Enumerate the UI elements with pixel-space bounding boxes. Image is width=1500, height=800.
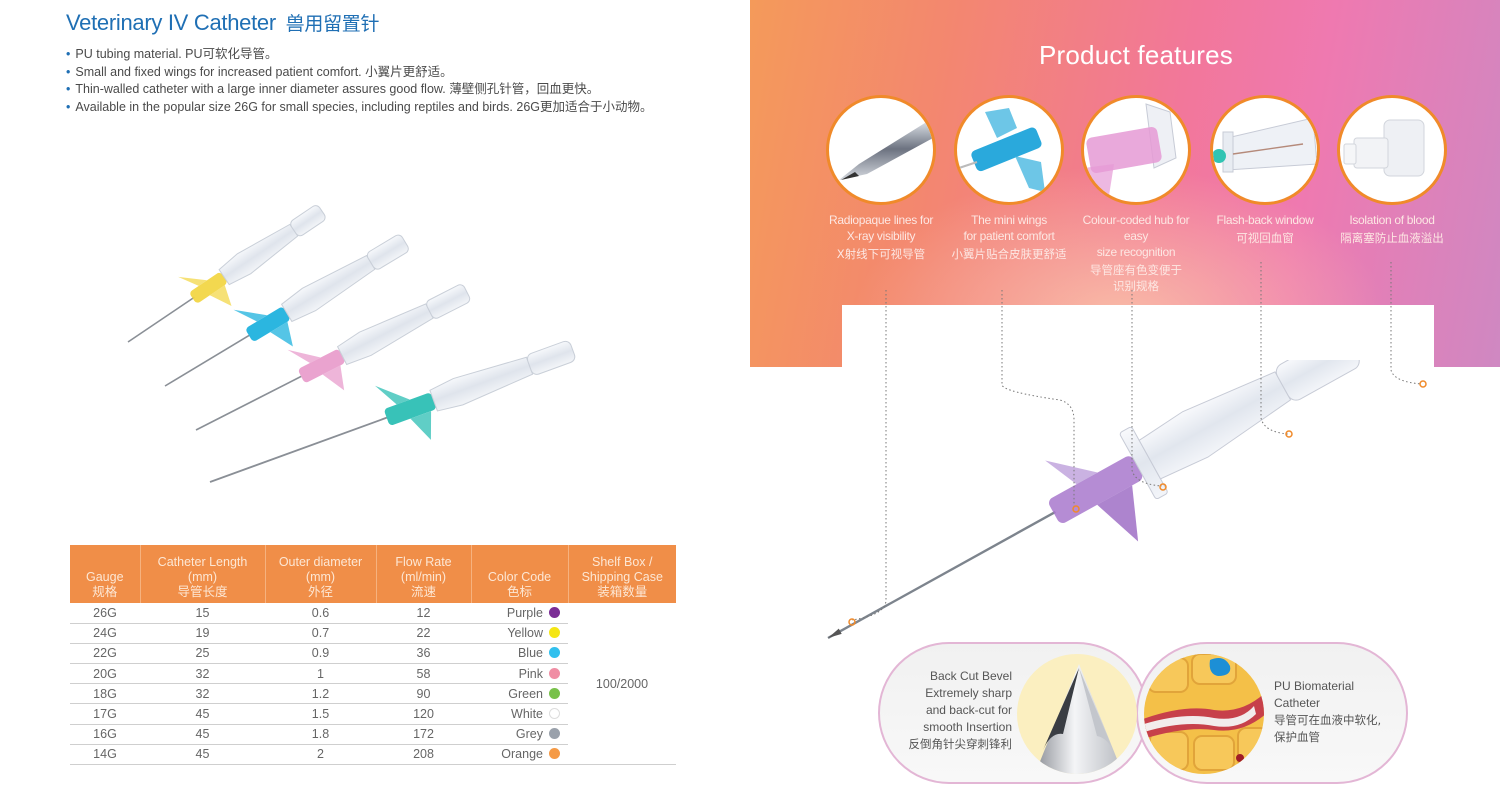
features-title: Product features [1039, 40, 1233, 70]
length-cell: 45 [140, 744, 265, 766]
bevel-callout-text: Back Cut Bevel Extremely sharp and back-… [908, 669, 1013, 751]
gauge-cell: 18G [70, 683, 140, 705]
color-swatch-icon [549, 667, 560, 679]
color-swatch-icon [549, 627, 560, 639]
bullet-item: •Small and fixed wings for increased pat… [66, 64, 453, 79]
page-title-cn: 兽用留置针 [285, 13, 380, 35]
flow-rate-cell: 12 [376, 603, 471, 624]
mini-wings-icon [954, 95, 1064, 205]
color-swatch-icon [549, 687, 560, 699]
feature-blood-isolation: Isolation of blood 隔离塞防止血液溢出 [1327, 95, 1457, 246]
color-code-cell: Grey [471, 724, 568, 745]
flashback-window-icon [1210, 95, 1320, 205]
feature-radiopaque: Radiopaque lines for X-ray visibility X射… [816, 95, 946, 262]
blue-catheter-icon [164, 234, 409, 387]
gauge-cell: 20G [70, 663, 140, 685]
feature-bullet-list: •PU tubing material. PU可软化导管。 •Small and… [66, 46, 653, 116]
length-cell: 45 [140, 724, 265, 745]
blood-isolation-icon [1337, 95, 1447, 205]
color-code-cell: Pink [471, 663, 568, 685]
outer-diameter-cell: 1.5 [265, 703, 376, 725]
outer-diameter-cell: 1.2 [265, 683, 376, 705]
color-code-cell: Green [471, 683, 568, 705]
color-code-cell: Orange [471, 744, 568, 766]
outer-diameter-cell: 0.6 [265, 603, 376, 624]
pu-catheter-callout-text: PU Biomaterial Catheter 导管可在血液中软化, 保护血管 [1274, 679, 1382, 744]
gauge-cell: 26G [70, 603, 140, 624]
flow-rate-cell: 22 [376, 623, 471, 644]
feature-flashback: Flash-back window 可视回血窗 [1200, 95, 1330, 246]
header-catheter-length: Catheter Length(mm)导管长度 [139, 545, 265, 603]
color-swatch-icon [549, 748, 560, 760]
color-swatch-icon [549, 606, 560, 618]
gauge-cell: 24G [70, 623, 140, 644]
flow-rate-cell: 208 [376, 744, 471, 766]
flow-rate-cell: 58 [376, 663, 471, 685]
gauge-cell: 16G [70, 724, 140, 745]
flow-rate-cell: 36 [376, 643, 471, 665]
bullet-item: •Available in the popular size 26G for s… [66, 99, 653, 114]
bullet-dot-icon: • [66, 47, 71, 61]
color-swatch-icon [549, 708, 560, 720]
length-cell: 32 [140, 683, 265, 705]
bullet-dot-icon: • [66, 82, 71, 96]
catheter-product-photo [127, 205, 576, 483]
back-cut-bevel-icon [1017, 654, 1137, 774]
page-title-en: Veterinary IV Catheter [66, 10, 276, 35]
outer-diameter-cell: 0.7 [265, 623, 376, 644]
length-cell: 45 [140, 703, 265, 725]
yellow-catheter-icon [127, 205, 326, 343]
flow-rate-cell: 172 [376, 724, 471, 745]
page-title: Veterinary IV Catheter 兽用留置针 [66, 9, 379, 36]
header-flow-rate: Flow Rate(ml/min)流速 [375, 545, 471, 603]
length-cell: 15 [140, 603, 265, 624]
outer-diameter-cell: 1 [265, 663, 376, 685]
pink-catheter-icon [195, 284, 471, 431]
feature-colour-hub: Colour-coded hub for easy size recogniti… [1071, 95, 1201, 294]
color-code-cell: Purple [471, 603, 568, 624]
gauge-cell: 17G [70, 703, 140, 725]
gauge-cell: 22G [70, 643, 140, 665]
length-cell: 25 [140, 643, 265, 665]
detail-callouts: Back Cut Bevel Extremely sharp and back-… [878, 642, 1410, 790]
green-catheter-icon [209, 340, 576, 483]
bullet-dot-icon: • [66, 64, 71, 79]
color-code-cell: Blue [471, 643, 568, 665]
flow-rate-cell: 120 [376, 703, 471, 725]
bullet-dot-icon: • [66, 99, 71, 114]
feature-mini-wings: The mini wings for patient comfort 小翼片贴合… [944, 95, 1074, 262]
length-cell: 19 [140, 623, 265, 644]
blood-vessel-icon [1144, 654, 1264, 774]
outer-diameter-cell: 1.8 [265, 724, 376, 745]
colour-hub-icon [1081, 95, 1191, 205]
flow-rate-cell: 90 [376, 683, 471, 705]
main-catheter-illustration [827, 360, 1360, 640]
color-swatch-icon [549, 728, 560, 740]
outer-diameter-cell: 2 [265, 744, 376, 766]
shelf-box-cell: 100/2000 [568, 603, 676, 765]
bullet-item: •PU tubing material. PU可软化导管。 [66, 47, 278, 61]
needle-tip-icon [826, 95, 936, 205]
outer-diameter-cell: 0.9 [265, 643, 376, 665]
gauge-cell: 14G [70, 744, 140, 766]
bullet-item: •Thin-walled catheter with a large inner… [66, 82, 600, 96]
header-outer-diameter: Outer diameter(mm)外径 [264, 545, 376, 603]
color-swatch-icon [549, 647, 560, 659]
color-code-cell: White [471, 703, 568, 725]
color-code-cell: Yellow [471, 623, 568, 644]
length-cell: 32 [140, 663, 265, 685]
